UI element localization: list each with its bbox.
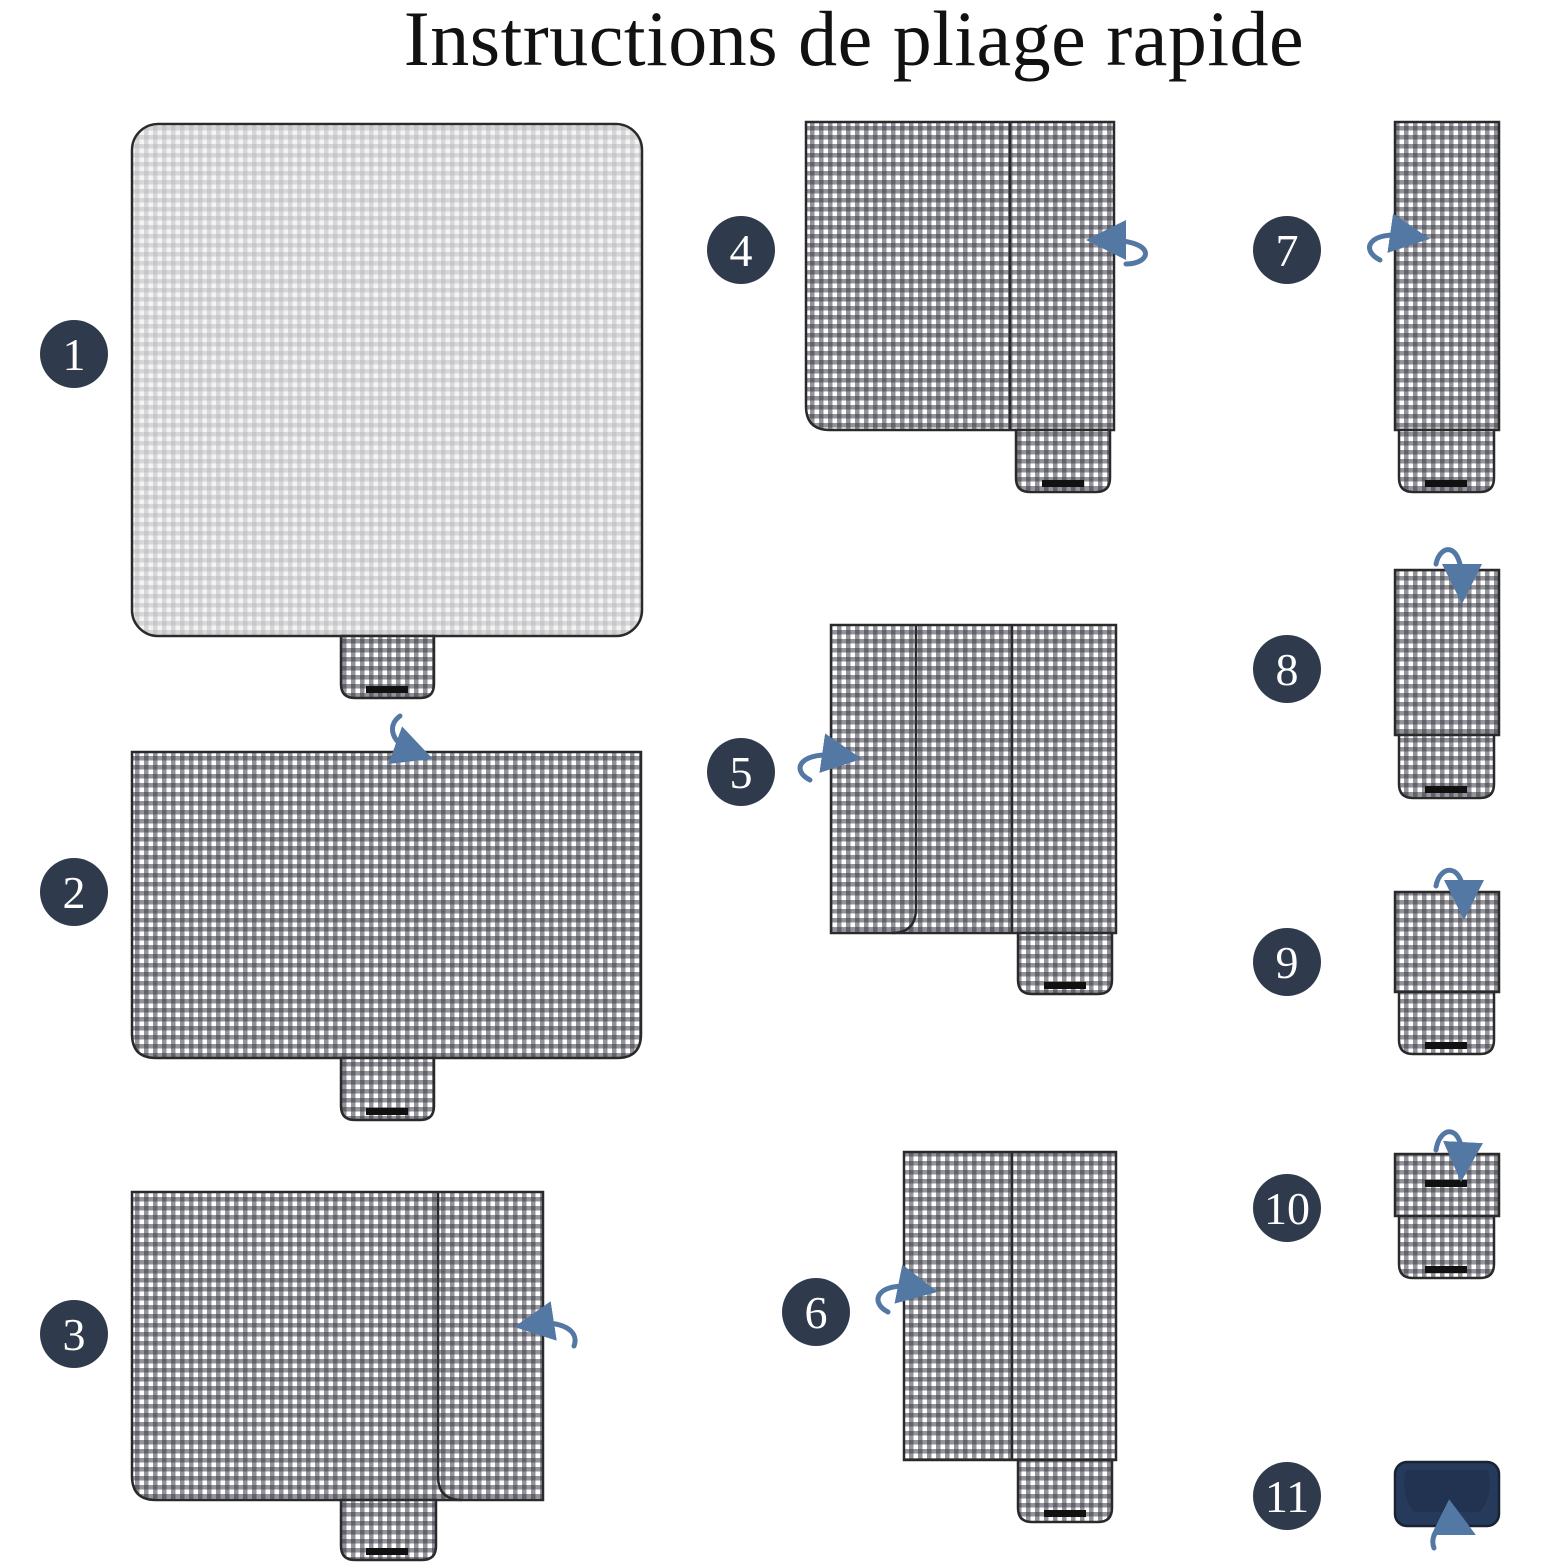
handle-strap (1397, 990, 1496, 1056)
blanket-folded (902, 1150, 1118, 1462)
step-6 (875, 1150, 1118, 1524)
handle-strap (1397, 428, 1496, 494)
strap-bar (1044, 1510, 1086, 1517)
step-number: 10 (1264, 1183, 1310, 1234)
step-1 (130, 122, 644, 700)
step-number: 7 (1276, 225, 1299, 276)
step-number: 6 (805, 1287, 828, 1338)
step-number: 5 (730, 747, 753, 798)
step-badge-7: 7 (1253, 216, 1321, 284)
step-badge-4: 4 (707, 216, 775, 284)
step-badge-10: 10 (1253, 1174, 1321, 1242)
blanket-half (130, 750, 643, 1060)
step-5 (797, 623, 1118, 996)
fold-arrow-icon (875, 1264, 938, 1315)
strap-bar (1425, 1266, 1467, 1273)
handle-strap (1016, 1458, 1114, 1524)
step-8 (1393, 547, 1501, 800)
step-badge-9: 9 (1253, 928, 1321, 996)
fold-line (436, 1192, 463, 1502)
step-number: 1 (63, 329, 86, 380)
step-4 (804, 120, 1148, 494)
strap-bar (1425, 786, 1467, 793)
handle-strap (1016, 931, 1114, 996)
handle-strap (339, 1498, 438, 1562)
fold-arrow-icon (514, 1301, 578, 1349)
fold-arrow-icon (1433, 867, 1484, 920)
step-2 (130, 713, 643, 1122)
step-badge-11: 11 (1253, 1462, 1321, 1530)
blanket-roll (1393, 890, 1501, 994)
blanket-open (130, 122, 644, 638)
fold-arrow-icon (797, 733, 862, 783)
strap-bar (1425, 480, 1467, 487)
step-badge-8: 8 (1253, 635, 1321, 703)
strap-bar (1044, 982, 1086, 989)
fold-arrow-icon (1433, 1129, 1484, 1182)
page-title: Instructions de pliage rapide (403, 0, 1305, 82)
handle-strap (1397, 733, 1496, 800)
blanket-folded (829, 623, 1118, 935)
step-11 (1393, 1460, 1501, 1551)
blanket-strip (1393, 120, 1501, 432)
step-badge-3: 3 (40, 1300, 108, 1368)
strap-bar (1042, 480, 1084, 487)
step-number: 11 (1265, 1471, 1309, 1522)
step-9 (1393, 867, 1501, 1056)
step-number: 4 (730, 225, 753, 276)
strap-bar (1425, 1042, 1467, 1049)
fold-arrow-icon (1433, 547, 1482, 604)
handle-strap (1014, 428, 1112, 494)
handle-strap (339, 634, 436, 700)
fold-arrow-icon (388, 713, 433, 764)
handle-strap (339, 1056, 436, 1122)
step-number: 2 (63, 867, 86, 918)
step-3 (130, 1190, 578, 1562)
blanket-folded (804, 120, 1116, 432)
cover-flap (1404, 1470, 1490, 1512)
step-badge-2: 2 (40, 858, 108, 926)
step-number: 9 (1276, 937, 1299, 988)
handle-strap (1397, 1214, 1496, 1280)
step-badge-1: 1 (40, 320, 108, 388)
strap-bar (1425, 1180, 1467, 1187)
step-badge-5: 5 (707, 738, 775, 806)
step-badge-6: 6 (782, 1278, 850, 1346)
step-7 (1367, 120, 1501, 494)
fold-arrow-icon (1430, 1499, 1476, 1551)
fold-arrow-icon (1086, 220, 1148, 267)
step-number: 3 (63, 1309, 86, 1360)
strap-bar (366, 1108, 408, 1115)
step-number: 8 (1276, 644, 1299, 695)
blanket-roll (1393, 568, 1501, 737)
step-10 (1393, 1129, 1501, 1280)
fold-line (891, 625, 918, 935)
fold-arrow-icon (1367, 213, 1430, 263)
strap-bar (366, 686, 408, 693)
strap-bar (366, 1548, 408, 1555)
blanket-quarter (130, 1190, 545, 1502)
